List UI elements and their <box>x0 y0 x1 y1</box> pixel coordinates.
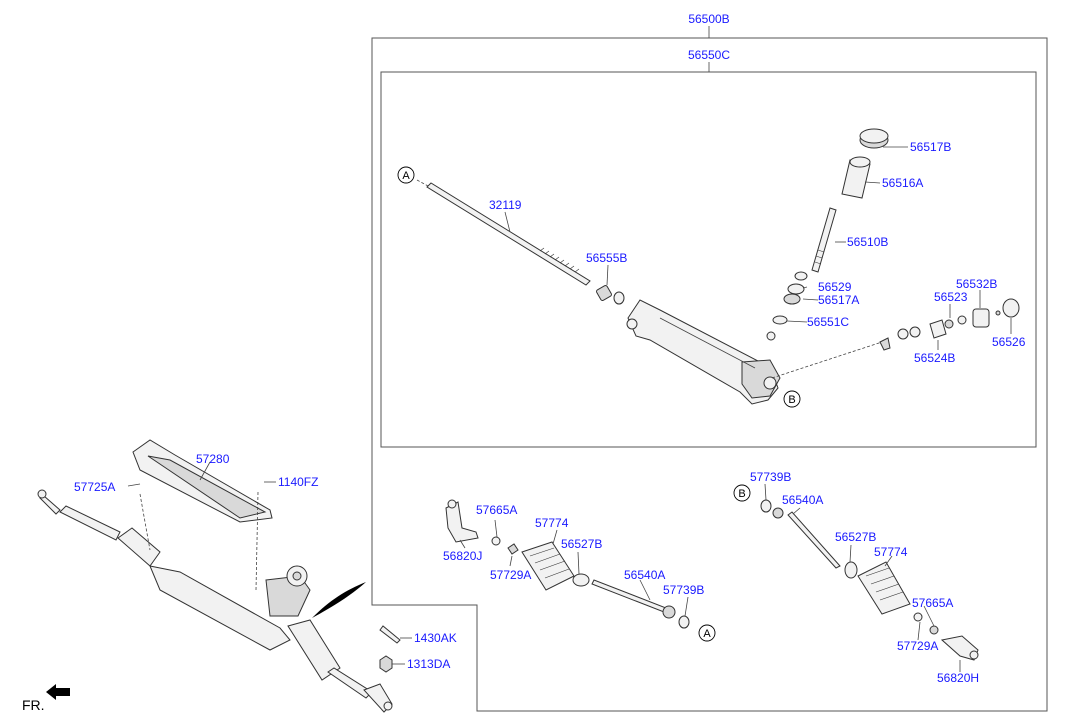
front-direction-indicator: FR. <box>22 684 70 713</box>
gear-housing-drawing <box>626 299 781 405</box>
part-label-56516A[interactable]: 56516A <box>882 176 923 190</box>
part-label-56540A-right[interactable]: 56540A <box>782 493 823 507</box>
outer-assembly-frame <box>371 37 1048 712</box>
part-label-56517B[interactable]: 56517B <box>910 140 951 154</box>
part-label-56527B-right[interactable]: 56527B <box>835 530 876 544</box>
callout-b-housing[interactable]: B <box>783 390 801 408</box>
part-label-56540A-left[interactable]: 56540A <box>624 568 665 582</box>
svg-text:B: B <box>738 488 745 500</box>
rack-bar-drawing <box>416 179 591 286</box>
callout-a-left-rod[interactable]: A <box>698 624 716 642</box>
part-label-57739B-left[interactable]: 57739B <box>663 583 704 597</box>
clip-and-nut-drawing <box>379 625 412 673</box>
part-label-57725A[interactable]: 57725A <box>74 480 115 494</box>
part-label-56551C[interactable]: 56551C <box>807 315 849 329</box>
part-label-56529[interactable]: 56529 <box>818 280 852 294</box>
part-label-57739B-right[interactable]: 57739B <box>750 470 791 484</box>
complete-gear-assembly-drawing <box>37 439 393 713</box>
svg-text:A: A <box>402 170 410 182</box>
part-label-57774-left[interactable]: 57774 <box>535 516 569 530</box>
left-tie-rod-assembly-drawing <box>445 499 690 629</box>
part-label-57774-right[interactable]: 57774 <box>874 545 908 559</box>
part-label-56527B-left[interactable]: 56527B <box>561 537 602 551</box>
part-label-57729A-left[interactable]: 57729A <box>490 568 531 582</box>
part-label-56532B[interactable]: 56532B <box>956 277 997 291</box>
part-label-1140FZ[interactable]: 1140FZ <box>278 475 318 489</box>
assembly-number-outer[interactable]: 56500B <box>688 12 729 26</box>
part-label-32119[interactable]: 32119 <box>489 198 522 212</box>
part-label-56820J[interactable]: 56820J <box>443 549 482 563</box>
part-label-56820H[interactable]: 56820H <box>937 671 979 685</box>
right-tie-rod-assembly-drawing <box>760 483 979 672</box>
part-label-57665A-left[interactable]: 57665A <box>476 503 517 517</box>
svg-text:B: B <box>788 394 795 406</box>
part-label-56524B[interactable]: 56524B <box>914 351 955 365</box>
svg-text:A: A <box>703 628 711 640</box>
rack-bearing-drawing <box>596 264 625 305</box>
front-direction-label: FR. <box>22 697 45 713</box>
part-label-56510B[interactable]: 56510B <box>847 235 888 249</box>
assembly-frames <box>371 26 1048 712</box>
yoke-assembly-drawing <box>771 290 1020 379</box>
part-label-57729A-right[interactable]: 57729A <box>897 639 938 653</box>
front-arrow-icon <box>46 684 70 700</box>
part-label-1430AK[interactable]: 1430AK <box>414 631 457 645</box>
assembly-number-inner[interactable]: 56550C <box>688 48 730 62</box>
callout-a-top[interactable]: A <box>397 166 415 184</box>
part-label-56517A[interactable]: 56517A <box>818 293 859 307</box>
pinion-assembly-drawing <box>766 128 908 341</box>
part-label-57280[interactable]: 57280 <box>196 452 230 466</box>
part-label-56555B[interactable]: 56555B <box>586 251 627 265</box>
part-label-1313DA[interactable]: 1313DA <box>407 657 450 671</box>
part-label-56526[interactable]: 56526 <box>992 335 1026 349</box>
part-label-57665A-right[interactable]: 57665A <box>912 596 953 610</box>
part-label-56523[interactable]: 56523 <box>934 290 968 304</box>
callout-b-right-rod[interactable]: B <box>733 484 751 502</box>
inner-assembly-frame <box>380 71 1037 448</box>
